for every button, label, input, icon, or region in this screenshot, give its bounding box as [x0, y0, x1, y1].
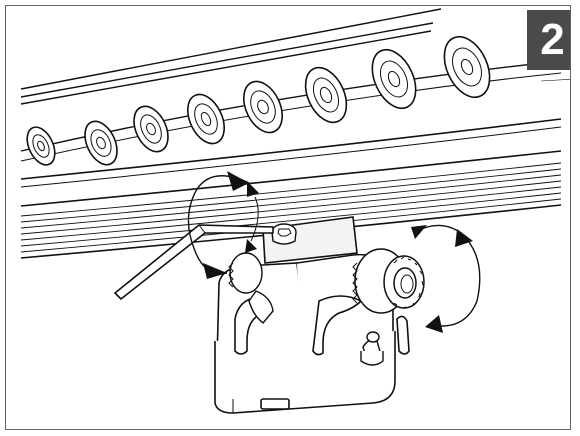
- led-lens: [371, 48, 417, 110]
- adjustment-knob: [352, 248, 425, 314]
- step-number-badge: 2: [527, 10, 570, 70]
- led-lens: [84, 120, 118, 166]
- led-lens: [304, 66, 348, 124]
- hex-key: [114, 224, 274, 300]
- locking-bolt: [360, 331, 384, 366]
- adjustment-knob-left: [228, 252, 274, 324]
- installation-illustration: [20, 8, 570, 414]
- socket-screw: [271, 223, 297, 245]
- led-lens: [443, 35, 491, 99]
- led-lenses: [26, 35, 491, 166]
- diagram-frame: 2: [5, 5, 571, 430]
- rotation-arrow-right: [411, 224, 481, 333]
- led-bar-fixture: [20, 8, 570, 259]
- led-lens: [243, 80, 283, 134]
- led-lens: [26, 126, 56, 166]
- rotation-arrow-left: [187, 171, 259, 279]
- led-lens: [187, 93, 225, 145]
- step-number: 2: [540, 15, 565, 64]
- led-lens: [133, 105, 169, 153]
- mounting-bracket: [214, 216, 410, 414]
